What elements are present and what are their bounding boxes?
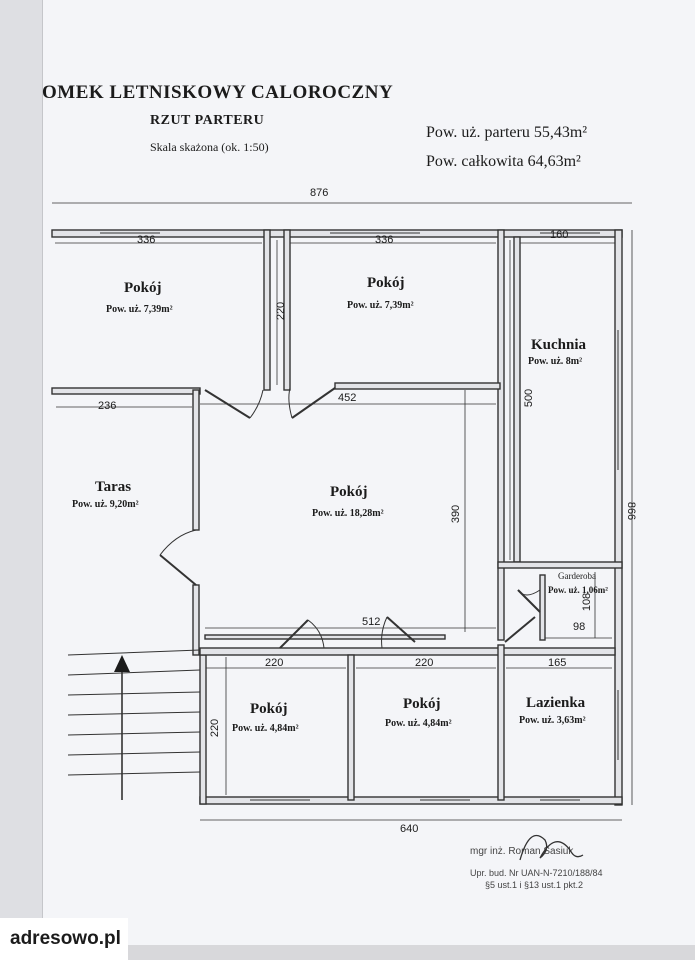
dim-hall-lower-width: 512 bbox=[362, 616, 381, 628]
drawing-sheet bbox=[40, 0, 695, 945]
room-area: Pow. uż. 1,06m² bbox=[548, 585, 608, 595]
stair-arrow-icon bbox=[114, 655, 130, 672]
wall-kitchen-left bbox=[497, 229, 505, 641]
room-area: Pow. uż. 4,84m² bbox=[232, 723, 299, 734]
drawing-scale: Skala skażona (ok. 1:50) bbox=[150, 140, 269, 154]
wall-hall-bottom bbox=[204, 634, 446, 640]
wall-terrace-top bbox=[51, 387, 201, 395]
dim-room1-width: 336 bbox=[137, 234, 156, 246]
drawing-title: OMEK LETNISKOWY CALOROCZNY bbox=[42, 82, 394, 103]
designer-name: mgr inż. Roman Sasiuk bbox=[470, 846, 574, 857]
room-name: Pokój bbox=[250, 701, 288, 717]
dim-wardrobe-depth: 108 bbox=[581, 592, 594, 612]
dim-bathroom-width: 165 bbox=[548, 657, 567, 669]
room-name: Garderoba bbox=[558, 571, 596, 581]
wall-kitchen-bottom bbox=[497, 561, 623, 569]
room-name: Pokój bbox=[124, 280, 162, 296]
dim-kitchen-width: 160 bbox=[550, 229, 569, 241]
wall-hall-left-lower bbox=[192, 584, 200, 656]
license-number: Upr. bud. Nr UAN-N-7210/188/84 bbox=[470, 868, 603, 878]
dim-bedroom3-width: 220 bbox=[265, 657, 284, 669]
total-area: Pow. całkowita 64,63m² bbox=[426, 153, 581, 170]
wall-left-lower bbox=[199, 654, 207, 805]
room-area: Pow. uż. 18,28m² bbox=[312, 508, 384, 519]
bottom-strip bbox=[128, 945, 695, 960]
dim-bottom-total: 640 bbox=[400, 823, 419, 835]
dim-bedroom4-width: 220 bbox=[415, 657, 434, 669]
wall-hall-top bbox=[334, 382, 501, 390]
dim-kitchen-depth: 500 bbox=[523, 388, 536, 408]
dim-room2-width: 336 bbox=[375, 234, 394, 246]
dim-right-total: 866 bbox=[625, 501, 638, 521]
room-name: Pokój bbox=[330, 484, 368, 500]
room-area: Pow. uż. 4,84m² bbox=[385, 718, 452, 729]
wall-bedroom3-4 bbox=[347, 654, 355, 801]
dim-room2-depth: 220 bbox=[275, 301, 288, 321]
wall-right bbox=[614, 229, 623, 806]
signature-scribble bbox=[519, 834, 584, 861]
dim-hall-width: 452 bbox=[338, 392, 357, 404]
room-name: Pokój bbox=[403, 696, 441, 712]
wall-bedroom4-bath bbox=[497, 644, 505, 801]
room-name: Pokój bbox=[367, 275, 405, 291]
wall-hall-left bbox=[192, 389, 200, 531]
wall-room1-room2 bbox=[263, 229, 271, 391]
license-clause: §5 ust.1 i §13 ust.1 pkt.2 bbox=[485, 880, 584, 890]
room-area: Pow. uż. 7,39m² bbox=[347, 300, 414, 311]
room-name: Taras bbox=[95, 479, 132, 495]
dim-bedroom3-depth: 220 bbox=[209, 718, 222, 738]
dim-hall-depth: 390 bbox=[450, 504, 463, 524]
watermark-logo[interactable]: adresowo.pl bbox=[0, 918, 128, 960]
wall-lower-rooms-top bbox=[199, 647, 616, 656]
room-area: Pow. uż. 9,20m² bbox=[72, 499, 139, 510]
room-name: Lazienka bbox=[526, 695, 586, 711]
dim-top-total: 876 bbox=[310, 187, 329, 199]
ground-floor-area: Pow. uż. parteru 55,43m² bbox=[426, 124, 588, 141]
drawing-subtitle: RZUT PARTERU bbox=[150, 113, 265, 128]
page-fold bbox=[0, 0, 43, 945]
room-area: Pow. uż. 7,39m² bbox=[106, 304, 173, 315]
dim-terrace-width: 236 bbox=[98, 400, 117, 412]
room-name: Kuchnia bbox=[531, 337, 587, 353]
wall-wardrobe bbox=[539, 574, 546, 641]
dim-wardrobe-width: 98 bbox=[573, 621, 586, 633]
room-area: Pow. uż. 3,63m² bbox=[519, 715, 586, 726]
wall-kitchen-inner bbox=[513, 236, 521, 563]
wall-room2-left bbox=[283, 229, 291, 391]
room-area: Pow. uż. 8m² bbox=[528, 356, 583, 367]
